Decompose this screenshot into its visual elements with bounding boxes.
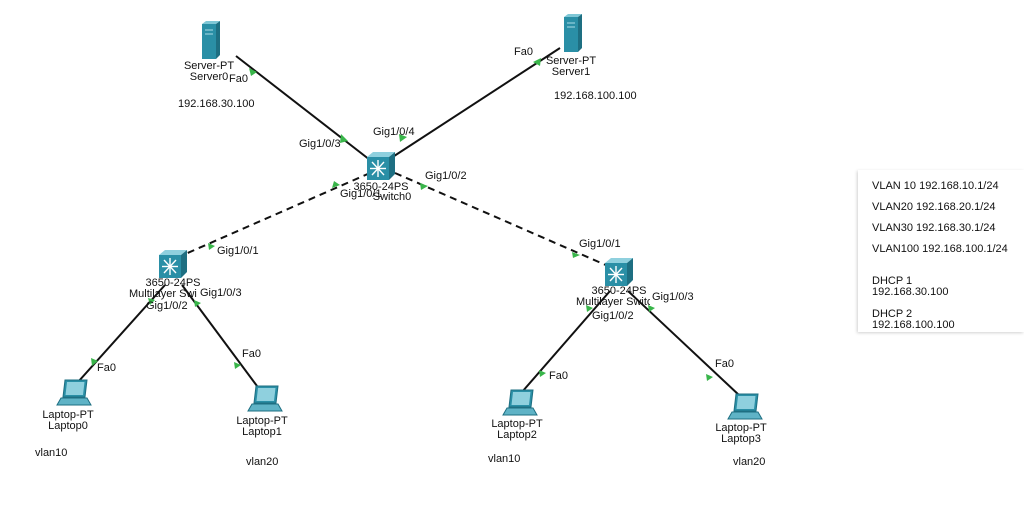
laptop-icon[interactable] (56, 378, 94, 408)
laptop0-port-label: Fa0 (97, 362, 116, 374)
laptop3-port-label: Fa0 (715, 358, 734, 370)
multilayer-switch-icon[interactable] (602, 257, 636, 287)
link-mlleft-laptop1[interactable] (181, 284, 258, 387)
link-mlright-laptop2[interactable] (521, 290, 611, 393)
port-up-indicator (572, 252, 580, 258)
switch0-port-gig102: Gig1/0/2 (425, 170, 467, 182)
link-switch0-mlright[interactable] (394, 172, 609, 267)
laptop2-port-label: Fa0 (549, 370, 568, 382)
server-icon[interactable] (559, 13, 585, 53)
ml-right-name: Multilayer Switch (576, 296, 650, 308)
server-icon[interactable] (197, 20, 223, 60)
port-up-indicator (533, 58, 541, 66)
switch0-port-gig104: Gig1/0/4 (373, 126, 415, 138)
note-dhcp2-ip: 192.168.100.100 (872, 319, 955, 331)
server0-ip: 192.168.30.100 (178, 98, 255, 110)
laptop1-model: Laptop-PT (236, 415, 288, 427)
laptop0-model: Laptop-PT (42, 409, 94, 421)
link-server0-switch0[interactable] (235, 55, 371, 161)
port-up-indicator (249, 68, 257, 76)
server1-name: Server1 (551, 66, 591, 78)
note-dhcp2-title: DHCP 2 (872, 308, 913, 320)
laptop0-name: Laptop0 (48, 420, 88, 432)
ml-left-port-gig103: Gig1/0/3 (200, 287, 242, 299)
ml-left-port-gig102: Gig1/0/2 (146, 300, 188, 312)
multilayer-switch-icon[interactable] (364, 151, 398, 181)
port-up-indicator (148, 298, 155, 305)
laptop-icon[interactable] (727, 392, 765, 422)
switch0-name: Switch0 (372, 191, 412, 203)
ml-right-port-gig102: Gig1/0/2 (592, 310, 634, 322)
link-server1-switch0[interactable] (387, 47, 561, 161)
server0-port-label: Fa0 (229, 73, 248, 85)
laptop3-name: Laptop3 (721, 433, 761, 445)
laptop1-name: Laptop1 (242, 426, 282, 438)
laptop2-name: Laptop2 (497, 429, 537, 441)
ml-right-port-gig101: Gig1/0/1 (579, 238, 621, 250)
multilayer-switch-icon[interactable] (156, 249, 190, 279)
link-switch0-mlleft[interactable] (182, 172, 371, 256)
port-up-indicator (648, 305, 655, 312)
port-up-indicator (332, 181, 340, 188)
laptop2-vlan: vlan10 (488, 453, 521, 465)
server0-name: Server0 (189, 71, 229, 83)
laptop1-port-label: Fa0 (242, 348, 261, 360)
laptop0-vlan: vlan10 (35, 447, 68, 459)
note-dhcp1-title: DHCP 1 (872, 275, 913, 287)
port-up-indicator (399, 134, 407, 142)
switch0-model: 3650-24PS (353, 181, 409, 193)
notes-panel: VLAN 10 192.168.10.1/24 VLAN20 192.168.2… (858, 170, 1024, 332)
laptop2-model: Laptop-PT (491, 418, 543, 430)
note-vlan20: VLAN20 192.168.20.1/24 (872, 201, 996, 213)
note-dhcp1-ip: 192.168.30.100 (872, 286, 949, 298)
port-up-indicator (340, 134, 348, 143)
port-up-indicator (420, 183, 428, 190)
server0-model: Server-PT (183, 60, 235, 72)
note-vlan30: VLAN30 192.168.30.1/24 (872, 222, 996, 234)
port-up-indicator (91, 358, 98, 366)
port-up-indicator (706, 374, 713, 381)
switch0-port-gig103: Gig1/0/3 (299, 138, 341, 150)
port-up-indicator (194, 300, 201, 307)
laptop3-model: Laptop-PT (715, 422, 767, 434)
port-up-indicator (234, 362, 241, 369)
ml-right-model: 3650-24PS (591, 285, 647, 297)
port-up-indicator (208, 243, 215, 250)
ml-right-port-gig103: Gig1/0/3 (652, 291, 694, 303)
link-mlright-laptop3[interactable] (627, 290, 741, 397)
laptop1-vlan: vlan20 (246, 456, 279, 468)
note-vlan100: VLAN100 192.168.100.1/24 (872, 243, 1008, 255)
note-vlan10: VLAN 10 192.168.10.1/24 (872, 180, 999, 192)
ml-left-name: Multilayer Switch (129, 288, 197, 300)
server1-port-label: Fa0 (514, 46, 533, 58)
laptop-icon[interactable] (502, 388, 540, 418)
ml-left-port-gig101: Gig1/0/1 (217, 245, 259, 257)
server1-ip: 192.168.100.100 (554, 90, 637, 102)
port-up-indicator (539, 370, 546, 377)
laptop3-vlan: vlan20 (733, 456, 766, 468)
switch0-port-gig101: Gig1/0/1 (340, 188, 382, 200)
port-up-indicator (586, 305, 593, 312)
ml-left-model: 3650-24PS (145, 277, 201, 289)
server1-model: Server-PT (545, 55, 597, 67)
laptop-icon[interactable] (247, 384, 285, 414)
